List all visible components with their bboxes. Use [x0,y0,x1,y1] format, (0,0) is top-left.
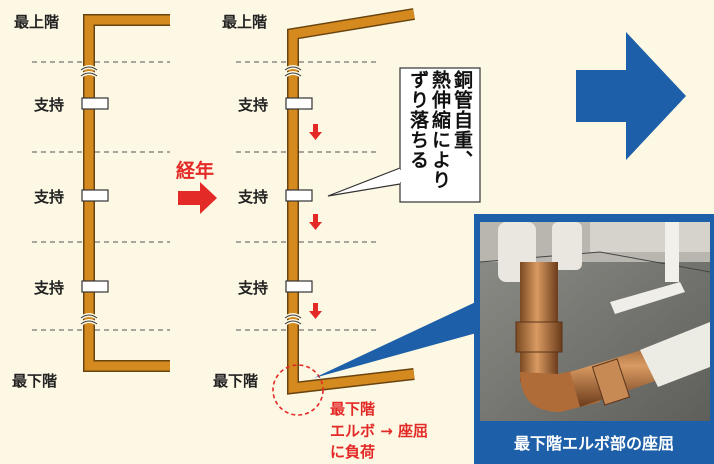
right-support-label-1: 支持 [238,96,269,114]
left-support-label-3: 支持 [34,279,65,297]
transition-label: 経年 [176,160,215,182]
right-supports [285,97,313,293]
right-support-label-3: 支持 [238,279,269,297]
callout-bubble [327,67,481,203]
slip-arrows [309,124,322,319]
photo-caption: 最下階エルボ部の座屈 [513,434,674,453]
left-top-floor-label: 最上階 [14,13,60,31]
photo-pointer [314,300,480,378]
big-arrow-icon [576,32,686,160]
elbow-note-line-3: に負荷 [330,443,376,461]
transition-arrow-icon [178,182,217,214]
left-supports [81,97,109,293]
right-bottom-floor-label: 最下階 [213,372,259,390]
down-arrow-icon [309,124,322,140]
callout-text: 銅管自重、 熱伸縮により ずり落ちる [407,70,473,190]
down-arrow-icon [309,214,322,230]
elbow-note-line-1: 最下階 [330,400,376,418]
left-bottom-floor-label: 最下階 [12,372,58,390]
right-support-label-2: 支持 [238,188,269,206]
floor-lines-left [32,61,170,331]
elbow-note-line-2: エルボ → 座屈 [330,422,429,440]
down-arrow-icon [309,303,322,319]
photo-panel: 最下階エルボ部の座屈 [474,214,714,464]
elbow-photo [480,222,710,421]
right-top-floor-label: 最上階 [222,13,268,31]
left-support-label-2: 支持 [34,188,65,206]
right-pipe [283,8,415,395]
left-support-label-1: 支持 [34,96,65,114]
elbow-highlight [272,364,324,416]
callout-text-box: 銅管自重、 熱伸縮により ずり落ちる [402,70,478,200]
